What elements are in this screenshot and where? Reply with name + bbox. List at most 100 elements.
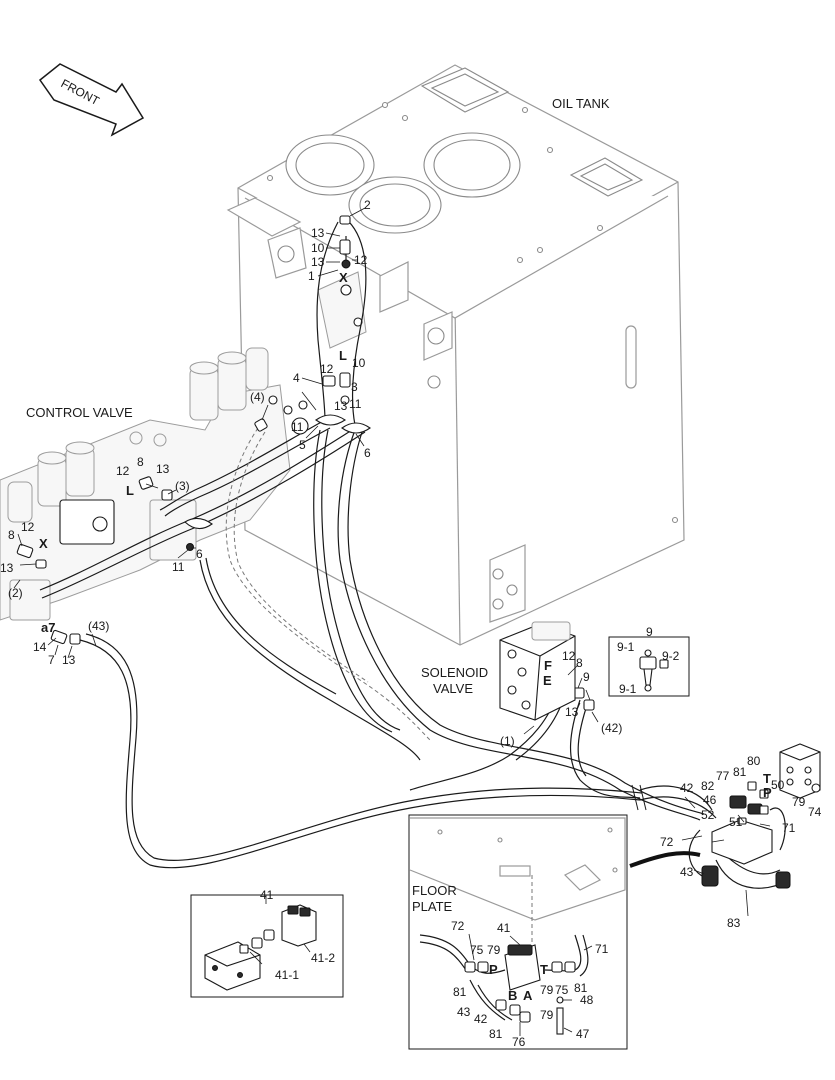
callout: 74 xyxy=(808,805,822,819)
callout: 13 xyxy=(565,705,579,719)
callout: (43) xyxy=(88,619,109,633)
callout: 11 xyxy=(349,397,362,411)
callout: 71 xyxy=(782,821,796,835)
callout: 1 xyxy=(308,269,315,283)
callout-numbers: 2 13 10 13 12 1 12 10 4 (4) 13 3 11 11 5… xyxy=(0,198,822,1049)
callout: 81 xyxy=(453,985,467,999)
callout: 82 xyxy=(701,779,715,793)
callout: 9-2 xyxy=(662,649,680,663)
callout: 5 xyxy=(299,438,306,452)
callout: 8 xyxy=(137,455,144,469)
solenoid-valve: SOLENOID VALVE xyxy=(421,621,576,721)
callout: 79 xyxy=(487,943,501,957)
callout: 76 xyxy=(512,1035,526,1049)
callout: 10 xyxy=(352,356,366,370)
port-e-sol: E xyxy=(543,673,552,688)
right-valve-block xyxy=(629,743,821,889)
callout: 41 xyxy=(497,921,511,935)
callout: 48 xyxy=(580,993,594,1007)
callout: (4) xyxy=(250,390,265,404)
callout: 8 xyxy=(8,528,15,542)
callout: 8 xyxy=(576,656,583,670)
callout: 12 xyxy=(116,464,130,478)
callout: 11 xyxy=(291,420,304,434)
callout: 79 xyxy=(792,795,806,809)
callout: 71 xyxy=(595,942,609,956)
callout: 12 xyxy=(320,362,334,376)
callout: 81 xyxy=(489,1027,503,1041)
callout: 42 xyxy=(680,781,694,795)
callout: 42 xyxy=(474,1012,488,1026)
callout: 72 xyxy=(660,835,674,849)
callout: 72 xyxy=(451,919,465,933)
port-t-top: T xyxy=(763,771,771,786)
front-arrow: FRONT xyxy=(38,63,145,137)
callout: (42) xyxy=(601,721,622,735)
port-b-inset: B xyxy=(508,988,517,1003)
port-a-inset: A xyxy=(523,988,533,1003)
callout: (1) xyxy=(500,734,515,748)
callout: 12 xyxy=(562,649,576,663)
callout: 83 xyxy=(727,916,741,930)
callout: (3) xyxy=(175,479,190,493)
detail-9-box xyxy=(608,636,690,697)
callout: 12 xyxy=(354,253,368,267)
callout: 9 xyxy=(583,670,590,684)
callout: 13 xyxy=(334,399,348,413)
hoses xyxy=(39,217,791,889)
callout: 75 xyxy=(470,943,484,957)
callout: 80 xyxy=(747,754,761,768)
callout: 41-2 xyxy=(311,951,335,965)
callout: 51 xyxy=(729,815,743,829)
callout: 46 xyxy=(703,793,717,807)
fittings xyxy=(16,215,595,711)
callout: 79 xyxy=(540,983,554,997)
callout: 13 xyxy=(156,462,170,476)
solenoid-valve-label-1: SOLENOID xyxy=(421,665,488,680)
control-valve-label: CONTROL VALVE xyxy=(26,405,133,420)
callout: 79 xyxy=(540,1008,554,1022)
port-t-inset: T xyxy=(540,962,548,977)
callout: 47 xyxy=(576,1027,590,1041)
callout: 77 xyxy=(716,769,730,783)
callout: 9 xyxy=(646,625,653,639)
callout: 6 xyxy=(364,446,371,460)
callout: 13 xyxy=(311,255,325,269)
port-p-inset: P xyxy=(489,962,498,977)
callout: 50 xyxy=(771,778,785,792)
callout: 7 xyxy=(48,653,55,667)
callout: 43 xyxy=(457,1005,471,1019)
oil-tank: OIL TANK xyxy=(226,64,685,646)
callout: 81 xyxy=(733,765,747,779)
port-x-top: X xyxy=(339,270,348,285)
port-p-top: P xyxy=(763,785,772,800)
callout: 9-1 xyxy=(619,682,637,696)
leader-lines xyxy=(13,207,771,1036)
callout: 11 xyxy=(172,560,185,574)
floor-plate-label-1: FLOOR xyxy=(412,883,457,898)
callout: 41-1 xyxy=(275,968,299,982)
port-l-tank: L xyxy=(339,348,347,363)
port-a7: a7 xyxy=(41,620,55,635)
solenoid-valve-label-2: VALVE xyxy=(433,681,473,696)
detail-41-box xyxy=(190,894,344,998)
callout: 3 xyxy=(351,380,358,394)
callout: 43 xyxy=(680,865,694,879)
callout: 12 xyxy=(21,520,35,534)
port-letters: X L L X F E T P P T B A a7 xyxy=(39,270,772,1003)
callout: 2 xyxy=(364,198,371,212)
callout: 13 xyxy=(0,561,14,575)
callout: 75 xyxy=(555,983,569,997)
callout: 4 xyxy=(293,371,300,385)
callout: 14 xyxy=(33,640,47,654)
floor-plate-label-2: PLATE xyxy=(412,899,453,914)
port-l-cv: L xyxy=(126,483,134,498)
callout: 52 xyxy=(701,808,715,822)
callout: 6 xyxy=(196,547,203,561)
control-valve: CONTROL VALVE xyxy=(0,347,291,621)
callout: (2) xyxy=(8,586,23,600)
port-x-cv: X xyxy=(39,536,48,551)
floor-plate-detail: FLOOR PLATE xyxy=(408,814,628,1050)
callout: 10 xyxy=(311,241,325,255)
callout: 9-1 xyxy=(617,640,635,654)
